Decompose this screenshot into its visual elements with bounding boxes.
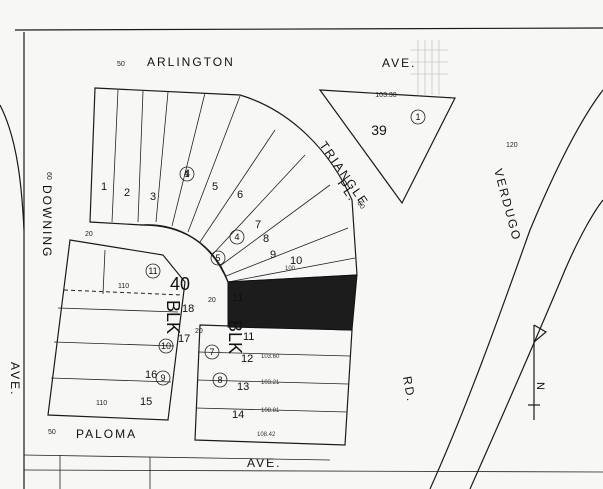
dim-103-21: 103.21: [261, 380, 280, 386]
dim-100: 100: [285, 266, 296, 272]
circle-number-5: 5: [215, 253, 220, 263]
lot-6: 6: [237, 189, 243, 201]
triangle-lot: 1 39 103.30: [318, 89, 456, 205]
dim-20-east: 20: [195, 328, 203, 335]
dim-108-42: 108.42: [257, 432, 276, 438]
verdugo-number: 120: [506, 142, 518, 149]
downing-road-edge: [0, 104, 25, 231]
lot-11: 11: [243, 331, 254, 343]
street-label-downing-suffix: AVE.: [8, 362, 22, 396]
block-40-label: BLK: [163, 300, 183, 334]
north-arrow-icon: N: [528, 324, 548, 420]
block-39-number: 39: [371, 122, 387, 138]
block-11-number: 11: [232, 292, 243, 304]
arlington-number: 50: [117, 61, 125, 68]
lot-14: 14: [232, 409, 244, 421]
paloma-number: 50: [48, 429, 56, 436]
triangle-lot-circle-number: 1: [415, 112, 420, 122]
lot-4: 4: [184, 168, 190, 180]
verdugo-road-edges: [429, 89, 603, 489]
street-label-paloma: PALOMA: [76, 427, 137, 441]
lot-18: 18: [182, 303, 194, 315]
lot-8: 8: [263, 233, 269, 245]
block-11-label: BLK: [225, 320, 245, 354]
street-label-verdugo-suffix: RD.: [400, 375, 418, 404]
dim-108-81: 108.81: [261, 408, 280, 414]
downing-number: 60: [45, 172, 52, 180]
street-label-arlington: ARLINGTON: [147, 55, 235, 69]
street-label-paloma-suffix: AVE.: [247, 456, 281, 470]
dim-103-60: 103.60: [261, 354, 280, 360]
arc-circles: [179, 166, 245, 266]
lot-16: 16: [145, 369, 157, 381]
north-arrow-label: N: [534, 382, 546, 390]
lot-12: 12: [241, 353, 253, 365]
adjacent-block-bottom: [23, 454, 331, 489]
north-arc-lot-numbers: 1 2 3 4 5 6 7 8 9 10: [101, 168, 302, 267]
west-block-lot-numbers: 18 17 16 15: [140, 303, 194, 408]
street-label-verdugo: VERDUGO: [491, 167, 524, 243]
lot-2: 2: [124, 187, 130, 199]
dim-20-west: 20: [85, 231, 93, 238]
parcel-circle-numbers: 1 4 5 11 10 9 7 8: [148, 169, 239, 385]
lot-3: 3: [150, 191, 156, 203]
dim-110-top: 110: [118, 283, 129, 290]
lot-15: 15: [140, 396, 152, 408]
circle-number-7: 7: [209, 347, 214, 357]
east-block: [194, 274, 358, 446]
lot-13: 13: [237, 381, 249, 393]
lot-5: 5: [212, 181, 218, 193]
east-block-lot-numbers: 11 12 13 14: [232, 331, 254, 421]
grid-texture: [410, 40, 448, 95]
dimension-labels: 110 110 103.60 103.21 108.81 108.42 100 …: [85, 231, 296, 438]
lot-1: 1: [101, 181, 107, 193]
triangle-number: 60: [355, 200, 365, 210]
north-arc-block: [89, 87, 358, 283]
dim-20-center: 20: [208, 297, 216, 304]
circle-number-1: 1: [184, 169, 189, 179]
circle-number-9: 9: [160, 373, 165, 383]
dim-triangle-top: 103.30: [375, 92, 397, 99]
lot-9: 9: [270, 249, 276, 261]
street-label-arlington-suffix: AVE.: [382, 56, 416, 70]
sheet-frame: [14, 27, 603, 489]
circle-number-4: 4: [234, 232, 239, 242]
circle-number-11: 11: [148, 266, 157, 276]
lot-10: 10: [290, 255, 302, 267]
street-label-downing: DOWNING: [40, 185, 54, 258]
dim-110-bottom: 110: [96, 400, 107, 407]
shaded-parcel: [227, 274, 358, 331]
lot-7: 7: [255, 219, 261, 231]
west-block: [47, 239, 186, 421]
block-40-number: 40: [170, 274, 190, 294]
circle-number-10: 10: [161, 341, 171, 351]
circle-number-8: 8: [217, 375, 222, 385]
lot-17: 17: [178, 333, 190, 345]
